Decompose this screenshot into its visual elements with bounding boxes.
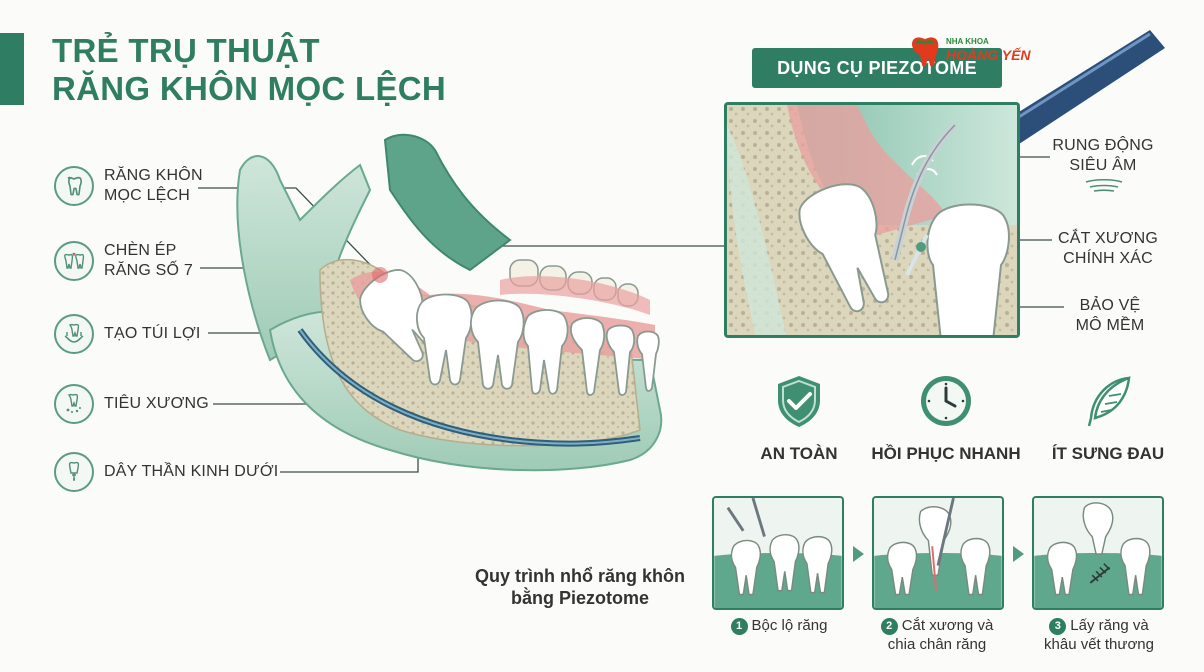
process-title: Quy trình nhổ răng khôn bằng Piezotome [452,565,708,609]
gum-pocket-icon [54,314,94,354]
page-title: TRẺ TRỤ THUẬT RĂNG KHÔN MỌC LỆCH [52,32,446,108]
step-1-number: 1 [730,618,748,635]
vibration-wave-icon [1085,179,1123,192]
label-wisdom-tooth: RĂNG KHÔN MỌC LỆCH [54,166,203,206]
label-precise-bone-cutting: CẮT XƯƠNG CHÍNH XÁC [1052,229,1164,269]
label-pressing-tooth-7: CHÈN ÉP RĂNG SỐ 7 [54,241,193,281]
label-pressing-line2: RĂNG SỐ 7 [104,262,193,279]
step-arrow-1 [853,546,864,562]
bone-loss-icon [54,384,94,424]
clock-icon [921,376,971,426]
page-title-line1: TRẺ TRỤ THUẬT [52,32,320,69]
step-2-line1: Cắt xương và [901,617,994,634]
soft-tissue-line1: BẢO VỆ [1079,297,1141,314]
piezotome-tip [891,122,958,261]
label-wisdom-tooth-line1: RĂNG KHÔN [104,167,203,184]
label-lower-nerve: DÂY THẦN KINH DƯỚI [54,452,278,492]
process-title-line1: Quy trình nhổ răng khôn [475,566,685,586]
benefit-fast-recovery: HỒI PHỤC NHANH [861,372,1031,464]
benefit-safe-label: AN TOÀN [760,444,838,463]
soft-tissue-line2: MÔ MỀM [1075,317,1145,334]
step-2-line2: chia chân răng [887,636,987,653]
brand-name-text: HOÀNG YẾN [946,47,1031,63]
ultrasonic-line2: SIÊU ÂM [1069,157,1137,174]
nerve-icon [54,452,94,492]
label-gum-pocket-text: TẠO TÚI LỢI [104,325,201,342]
label-bone-loss-text: TIÊU XƯƠNG [104,395,209,412]
step-2-panel [872,496,1004,610]
label-ultrasonic-vibration: RUNG ĐỘNG SIÊU ÂM [1048,136,1158,176]
benefit-fast-recovery-label: HỒI PHỤC NHANH [871,444,1021,463]
benefit-safe: AN TOÀN [714,372,884,464]
title-accent-bar [0,33,24,105]
step-1-panel [712,496,844,610]
label-soft-tissue-protection: BẢO VỆ MÔ MỀM [1062,296,1158,336]
step-3-line2: khâu vết thương [1044,636,1154,653]
ultrasonic-line1: RUNG ĐỘNG [1052,137,1154,154]
benefit-less-swelling: ÍT SƯNG ĐAU [1023,372,1193,464]
step-3-illustration [1034,502,1162,608]
precise-cut-line1: CẮT XƯƠNG [1057,230,1158,247]
label-gum-pocket: TẠO TÚI LỢI [54,314,201,354]
step-1-illustration [714,498,842,608]
process-title-line2: bằng Piezotome [510,588,649,608]
label-lower-nerve-text: DÂY THẦN KINH DƯỚI [104,463,279,480]
step-2-illustration [874,498,1002,608]
tooth-icon [54,166,94,206]
precise-cut-line2: CHÍNH XÁC [1063,250,1153,267]
label-bone-loss: TIÊU XƯƠNG [54,384,209,424]
brand-logo: NHA KHOA HOÀNG YẾN [906,33,1046,73]
piezotome-badge: DỤNG CỤ PIEZOTOME [752,48,1002,88]
step-arrow-2 [1013,546,1024,562]
step-3-line1: Lấy răng và [1070,617,1149,634]
feather-icon [1087,376,1131,427]
page-title-line2: RĂNG KHÔN MỌC LỆCH [52,70,447,107]
step-3-number: 3 [1049,618,1067,635]
step-1-line1: Bộc lộ răng [751,617,828,634]
benefit-less-swelling-label: ÍT SƯNG ĐAU [1051,444,1165,463]
jaw-illustration [236,133,663,472]
brand-tooth-icon [912,37,939,67]
pressed-teeth-icon [54,241,94,281]
label-pressing-line1: CHÈN ÉP [104,242,177,259]
step-3-panel [1032,496,1164,610]
brand-small-text: NHA KHOA [946,37,989,46]
step-2-number: 2 [880,618,898,635]
label-wisdom-tooth-line2: MỌC LỆCH [104,187,191,204]
shield-check-icon [778,376,820,427]
